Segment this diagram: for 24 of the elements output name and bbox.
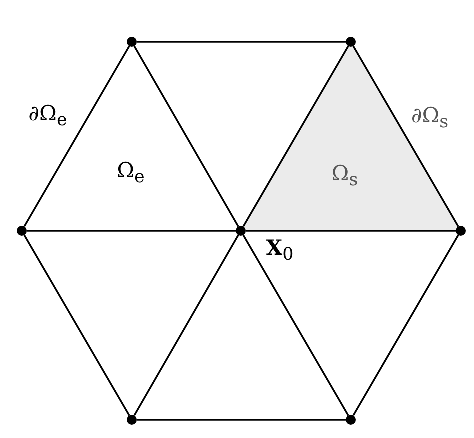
mesh-edge — [24, 46, 130, 228]
mesh-edge — [242, 234, 350, 416]
region-label: Ω$_{e}$ — [117, 158, 145, 188]
region-label: Ω$_{s}$ — [332, 161, 358, 191]
mesh-vertex — [346, 415, 356, 425]
mesh-vertex — [236, 226, 246, 236]
mesh-edge — [134, 234, 240, 416]
mesh-edge — [246, 230, 456, 232]
mesh-edge — [137, 419, 346, 421]
mesh-vertex — [127, 415, 137, 425]
mesh-vertex — [127, 37, 137, 47]
mesh-edge — [24, 234, 130, 416]
mesh-edge — [242, 46, 350, 228]
point-label: X$_{0}$ — [266, 234, 294, 266]
boundary-label: ∂Ω$_{e}$ — [28, 101, 68, 131]
mesh-edge — [352, 234, 460, 416]
mesh-edge — [134, 46, 240, 228]
mesh-edge — [352, 46, 460, 228]
boundary-label: ∂Ω$_{s}$ — [411, 103, 449, 133]
mesh-vertex — [17, 226, 27, 236]
mesh-edge — [27, 230, 236, 232]
mesh-vertex — [346, 37, 356, 47]
mesh-vertex — [456, 226, 466, 236]
mesh-edge — [137, 41, 346, 43]
